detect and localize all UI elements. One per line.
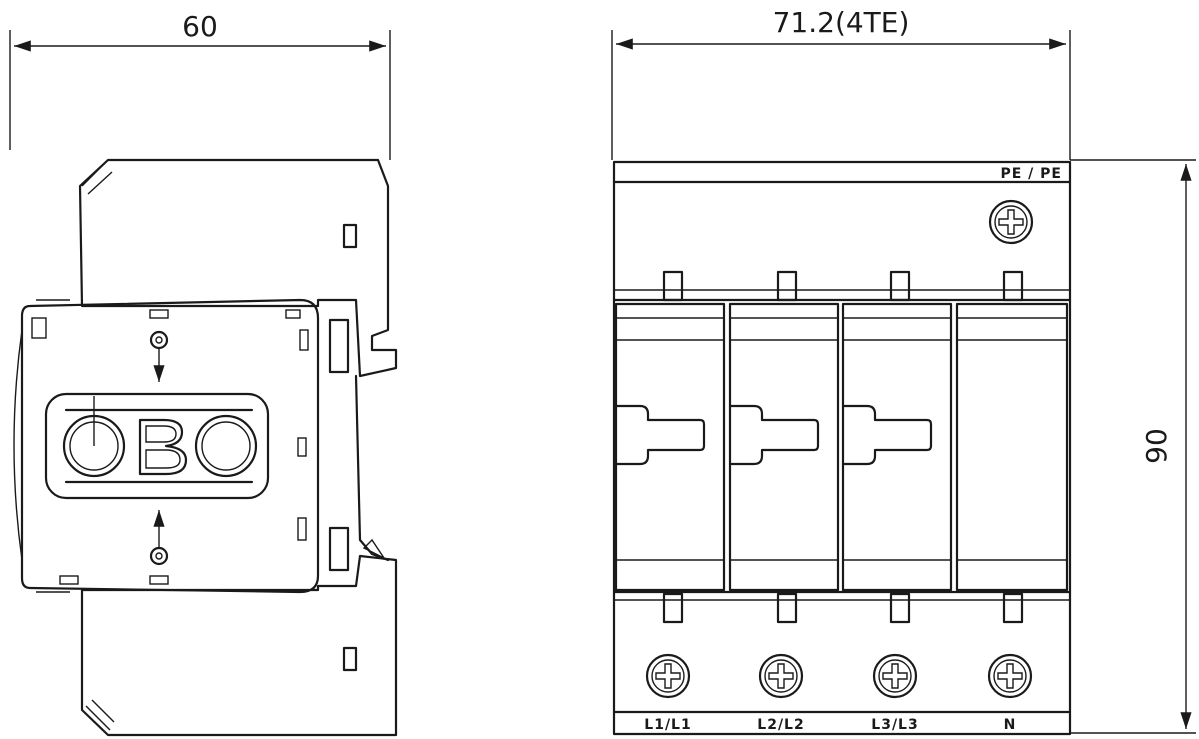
l2-screw-icon (758, 653, 804, 699)
upper-contacts (662, 270, 1024, 302)
side-view: 60 (9, 10, 398, 737)
dimension-height: 90 (1070, 159, 1196, 734)
module-l2 (728, 302, 840, 592)
module-n (955, 302, 1069, 592)
lower-contacts (662, 592, 1024, 624)
dimension-width-label: 71.2(4TE) (773, 6, 910, 39)
terminal-label-l1: L1/L1 (644, 717, 691, 733)
terminal-label-l2: L2/L2 (757, 717, 804, 733)
l3-screw-icon (872, 653, 918, 699)
n-screw-icon (987, 653, 1033, 699)
obo-logo (44, 392, 270, 500)
terminal-label-n: N (1004, 717, 1017, 733)
terminal-label-l3: L3/L3 (871, 717, 918, 733)
pe-screw-icon (988, 199, 1034, 245)
dimension-height-label: 90 (1140, 428, 1173, 464)
dimension-width: 71.2(4TE) (611, 6, 1071, 160)
module-l3 (841, 302, 953, 592)
terminal-label-pe: PE / PE (1000, 166, 1062, 182)
l1-screw-icon (645, 653, 691, 699)
dimension-depth: 60 (9, 10, 391, 160)
dimension-depth-label: 60 (182, 10, 218, 43)
module-l1 (614, 302, 726, 592)
front-view: 71.2(4TE) 90 PE / PE (611, 6, 1196, 736)
